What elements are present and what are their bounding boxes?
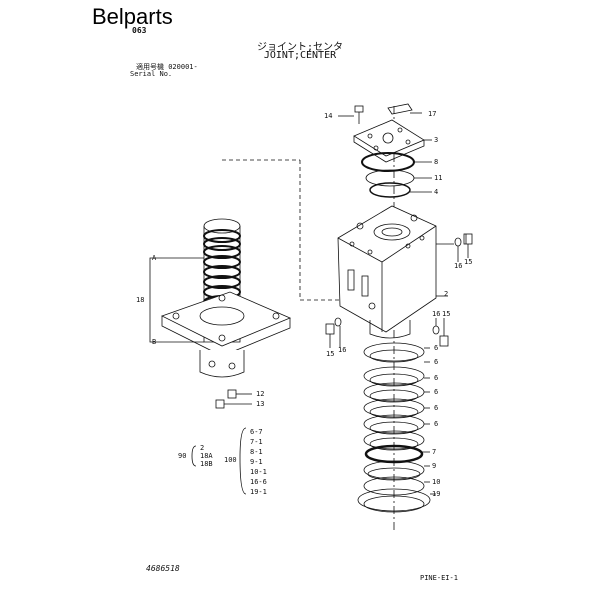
callout-B: B [152,338,157,346]
part-15-plug-upper [463,233,473,245]
callout-18: 18 [136,296,145,304]
part-6-seal [363,366,425,386]
callout-11: 11 [434,174,443,182]
part-19-ring [357,488,431,512]
kit-100-item: 6-7 [250,428,263,436]
leader-lines-right [422,347,436,495]
part-18-spindle [160,218,292,378]
brand-watermark: Belparts [92,4,173,29]
part-14-bolt [338,105,364,124]
kit-100-item: 10-1 [250,468,267,476]
callout-15: 15 [464,258,473,266]
part-8-oring [361,152,415,172]
kit-100-item: 16-6 [250,478,267,486]
part-13-plug [215,399,252,409]
kit-100-item: 7-1 [250,438,263,446]
callout-13: 13 [256,400,265,408]
callout-6: 6 [434,420,439,428]
kit-100-brace [239,427,247,495]
callout-10: 10 [432,478,441,486]
document-number: 4686518 [146,564,180,573]
serial-label: Serial No. [130,70,173,78]
callout-15: 15 [442,310,451,318]
kit-90-brace [191,445,197,467]
part-2-body [337,205,454,339]
page-number: PINE-EI-1 [420,574,458,582]
page-code: 063 [132,26,147,35]
part-12-plug [227,389,252,399]
callout-16: 16 [338,346,347,354]
part-6-seal [363,430,425,450]
callout-7: 7 [432,448,437,456]
part-10-ring [363,476,425,496]
callout-4: 4 [434,188,439,196]
callout-3: 3 [434,136,439,144]
callout-15: 15 [326,350,335,358]
part-7-oring [364,444,424,464]
callout-14: 14 [324,112,333,120]
part-6-seal [363,342,425,362]
kit-90-item: 18A [200,452,213,460]
part-16-oring-right [432,325,440,335]
callout-2: 2 [444,290,449,298]
callout-17: 17 [428,110,437,118]
kit-90-item: 18B [200,460,213,468]
callout-6: 6 [434,374,439,382]
seal-stack [357,342,431,513]
part-16-oring-upper [454,237,462,247]
kit-90-number: 90 [178,452,187,460]
title-english: JOINT;CENTER [263,50,337,61]
callout-6: 6 [434,358,439,366]
bracket-18 [149,257,204,343]
callout-9: 9 [432,462,437,470]
kit-100-item: 19-1 [250,488,267,496]
serial-applicability: 適用号機 020001- [136,63,198,71]
part-16-oring-left [334,317,342,327]
title-japanese: ジョイント;センタ [256,42,344,53]
callout-16: 16 [454,262,463,270]
callout-6: 6 [434,388,439,396]
part-4-ring [369,182,411,198]
part-15-plug-right [439,335,449,347]
kit-100-item: 9-1 [250,458,263,466]
callout-19: 19 [432,490,441,498]
kit-100-item: 8-1 [250,448,263,456]
callout-8: 8 [434,158,439,166]
callout-6: 6 [434,344,439,352]
part-9-ring [363,460,425,480]
part-15-plug-left [325,323,335,335]
callout-6: 6 [434,404,439,412]
callout-12: 12 [256,390,265,398]
part-3-cover [353,119,432,163]
kit-90-item: 2 [200,444,205,452]
part-17-plate [387,103,422,115]
callout-16: 16 [432,310,441,318]
callout-A: A [152,254,157,262]
kit-100-number: 100 [224,456,237,464]
